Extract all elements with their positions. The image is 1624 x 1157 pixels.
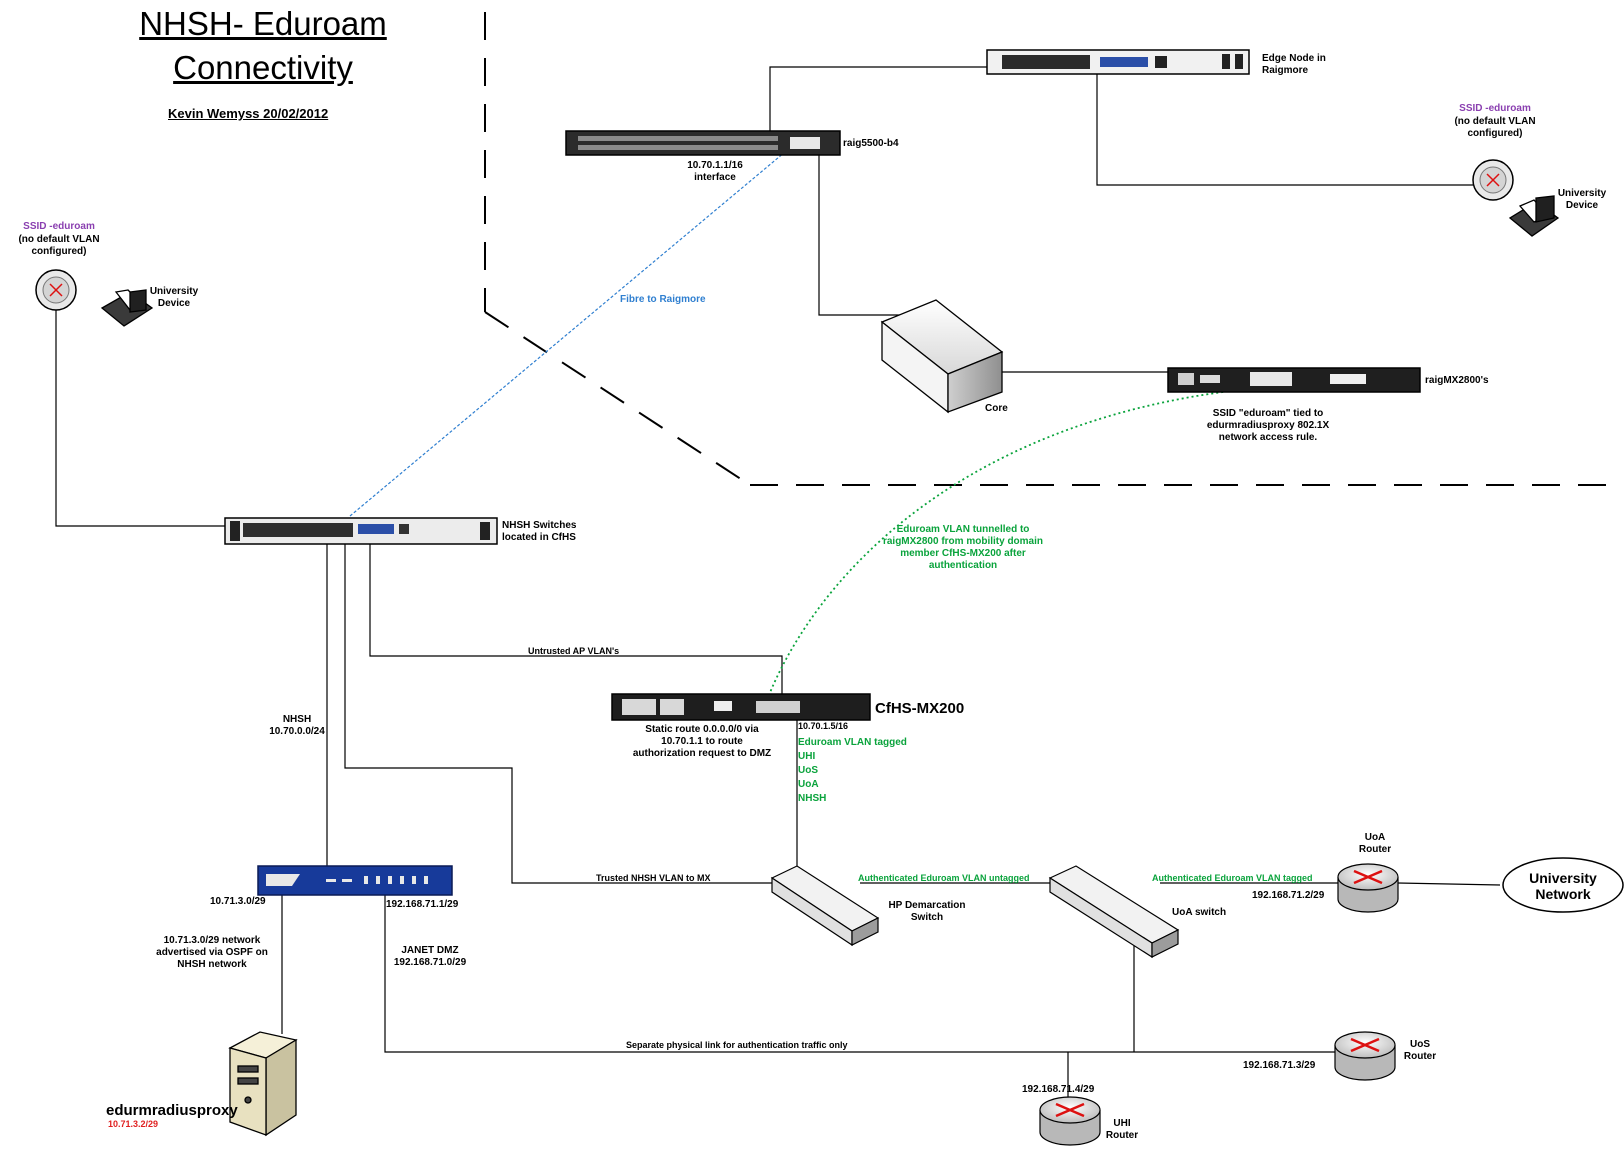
link-edge-raig5500	[769, 66, 990, 142]
laptop-left	[100, 289, 154, 327]
radius-proxy-ip-label: 10.71.3.2/29	[108, 1119, 159, 1129]
trusted-label: Trusted NHSH VLAN to MX	[596, 873, 711, 883]
nhsh-switches-label: NHSH Switches located in CfHS	[502, 520, 577, 543]
firewall-left-ip-label: 10.71.3.0/29	[210, 896, 266, 907]
hp-switch-label: HP Demarcation Switch	[888, 900, 966, 923]
raig5500-device	[565, 130, 841, 156]
uoa-switch-device	[1048, 865, 1180, 959]
uhi-router-label: UHI Router	[1105, 1118, 1139, 1141]
university-device-left-label: University Device	[149, 286, 199, 309]
auth-tagged-label: Authenticated Eduroam VLAN tagged	[1152, 873, 1313, 883]
access-point-right	[1472, 159, 1514, 201]
ssid-left-note: (no default VLAN configured)	[18, 234, 100, 257]
uos-router	[1334, 1031, 1396, 1081]
uhi-router	[1039, 1096, 1101, 1146]
uoa-router-label: UoA Router	[1358, 832, 1392, 855]
firewall-right-ip-label: 192.168.71.1/29	[386, 899, 459, 910]
nhsh-network-label: NHSH 10.70.0.0/24	[269, 714, 325, 737]
auth-untagged-label: Authenticated Eduroam VLAN untagged	[858, 873, 1030, 883]
diagram-title: NHSH- Eduroam Connectivity	[139, 5, 387, 86]
ospf-label: 10.71.3.0/29 network advertised via OSPF…	[156, 935, 268, 970]
edge-node-label: Edge Node in Raigmore	[1262, 53, 1326, 76]
link-ap-left-switch	[55, 305, 230, 527]
ssid-right-label: SSID -eduroam	[1459, 103, 1531, 114]
fibre-label: Fibre to Raigmore	[620, 294, 706, 305]
uoa-switch-label: UoA switch	[1172, 907, 1227, 918]
network-links	[55, 66, 1501, 1105]
university-network-label: University Network	[1529, 870, 1597, 902]
untrusted-label: Untrusted AP VLAN's	[528, 646, 620, 656]
janet-dmz-label: JANET DMZ 192.168.71.0/29	[393, 945, 467, 968]
ssid-tied-label: SSID "eduroam" tied to edurmradiusproxy …	[1206, 408, 1330, 443]
vlan-nhsh-label: NHSH	[798, 793, 827, 804]
university-network-cloud	[1502, 857, 1624, 913]
link-trusted	[344, 540, 790, 884]
vlan-uhi-label: UHI	[798, 751, 816, 762]
link-raig5500-core	[818, 150, 900, 316]
separate-link-label: Separate physical link for authenticatio…	[626, 1040, 848, 1050]
author-date: Kevin Wemyss 20/02/2012	[168, 106, 329, 121]
raig-interface-label: 10.70.1.1/16 interface	[687, 160, 743, 183]
firewall-device	[257, 865, 453, 896]
link-dmz	[384, 895, 1335, 1053]
core-label: Core	[985, 403, 1008, 414]
link-untrusted	[369, 540, 783, 698]
university-device-right-label: University Device	[1557, 188, 1607, 211]
core-cube	[880, 299, 1004, 414]
edge-node-device	[986, 49, 1250, 75]
raig5500-label: raig5500-b4	[843, 138, 899, 149]
uos-router-label: UoS Router	[1403, 1039, 1437, 1062]
access-point-left	[35, 269, 77, 311]
radius-proxy-server	[228, 1031, 298, 1137]
mx-ip-label: 10.70.1.5/16	[798, 721, 849, 731]
raigmx-label: raigMX2800's	[1425, 375, 1489, 386]
uoa-ip-label: 192.168.71.2/29	[1252, 890, 1325, 901]
cfhs-mx200-device	[611, 693, 871, 721]
cfhs-mx200-label: CfHS-MX200	[875, 700, 965, 717]
uos-ip-label: 192.168.71.3/29	[1243, 1060, 1316, 1071]
uoa-router	[1337, 863, 1399, 913]
fibre-link	[349, 151, 786, 517]
static-route-label: Static route 0.0.0.0/0 via 10.70.1.1 to …	[632, 724, 772, 759]
tunnel-label: Eduroam VLAN tunnelled to raigMX2800 fro…	[882, 524, 1044, 571]
radius-proxy-label: edurmradiusproxy	[106, 1102, 238, 1119]
vlan-tagged-label: Eduroam VLAN tagged	[798, 737, 907, 748]
zone-boundary	[484, 12, 1624, 486]
laptop-right	[1508, 195, 1560, 237]
hp-switch-device	[770, 865, 880, 947]
ssid-left-label: SSID -eduroam	[23, 221, 95, 232]
vlan-uos-label: UoS	[798, 765, 818, 776]
ssid-right-note: (no default VLAN configured)	[1454, 116, 1536, 139]
raigmx-device	[1167, 367, 1421, 393]
nhsh-switch-device	[224, 517, 498, 545]
uhi-ip-label: 192.168.71.4/29	[1022, 1084, 1095, 1095]
link-edge-ap-right	[1096, 67, 1475, 186]
link-router-univnet	[1397, 882, 1501, 886]
vlan-uoa-label: UoA	[798, 779, 819, 790]
